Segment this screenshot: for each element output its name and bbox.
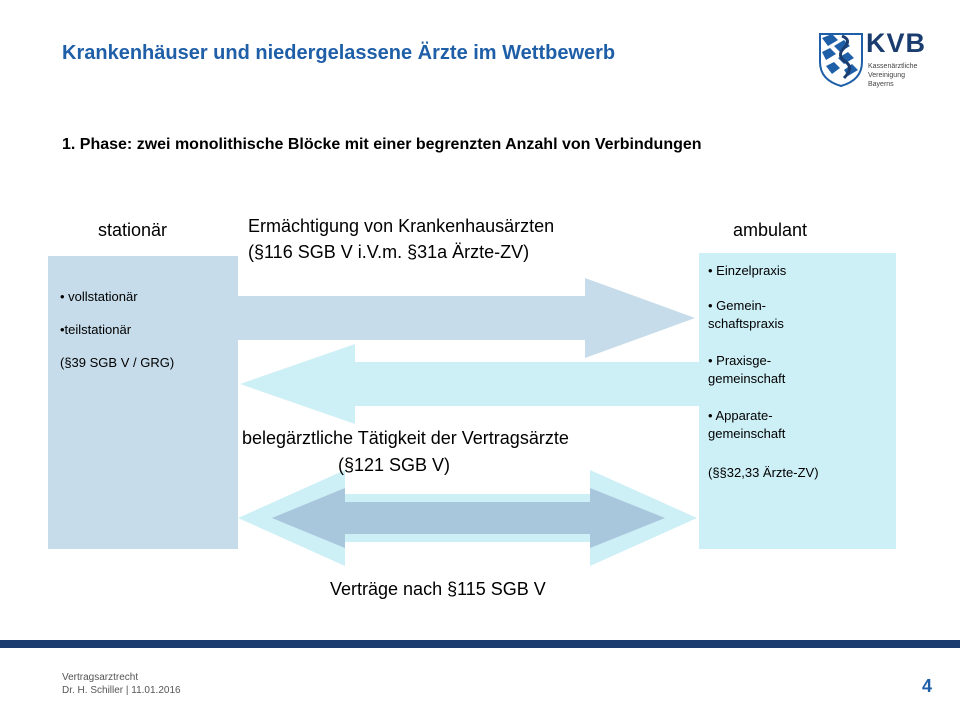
stationary-block: • vollstationär •teilstationär (§39 SGB … [48,256,238,549]
page-number: 4 [922,676,933,696]
middle-arrow-label-line1: belegärztliche Tätigkeit der Vertragsärz… [242,428,569,448]
list-item: • Apparate- [708,408,773,423]
ambulatory-block: • Einzelpraxis • Gemein- schaftspraxis •… [699,253,896,549]
list-item: • Praxisge- [708,353,772,368]
phase-subtitle: 1. Phase: zwei monolithische Blöcke mit … [62,136,702,153]
bavarian-shield-icon [819,33,863,88]
left-arrow [240,344,699,424]
top-arrow-label-line1: Ermächtigung von Krankenhausärzten [248,216,555,236]
kvb-logo: KVB Kassenärztliche Vereinigung Bayerns [818,28,938,90]
logo-wordmark: KVB [866,28,927,58]
double-arrow-inner [272,488,665,548]
footer-divider [0,640,960,648]
logo-subtext-line: Kassenärztliche [868,63,918,70]
list-item: •teilstationär [60,322,132,337]
right-arrow [238,278,695,358]
list-item: schaftspraxis [708,316,784,331]
footer-topic: Vertragsarztrecht [62,672,139,683]
slide-title: Krankenhäuser und niedergelassene Ärzte … [62,42,616,64]
list-item: gemeinschaft [708,426,786,441]
list-item: gemeinschaft [708,371,786,386]
top-arrow-label-line2: (§116 SGB V i.V.m. §31a Ärzte-ZV) [248,242,530,262]
right-block-label: ambulant [733,220,808,240]
list-item: • vollstationär [60,289,138,304]
list-item: • Einzelpraxis [708,263,787,278]
left-block-label: stationär [98,220,168,240]
list-item: (§§32,33 Ärzte-ZV) [708,465,819,480]
logo-subtext-line: Bayerns [868,81,894,88]
logo-subtext-line: Vereinigung [868,72,905,79]
bottom-arrow-label: Verträge nach §115 SGB V [330,579,546,599]
footer-author-date: Dr. H. Schiller | 11.01.2016 [62,685,181,696]
list-item: • Gemein- [708,298,767,313]
list-item: (§39 SGB V / GRG) [60,355,175,370]
middle-arrow-label-line2: (§121 SGB V) [338,455,451,475]
